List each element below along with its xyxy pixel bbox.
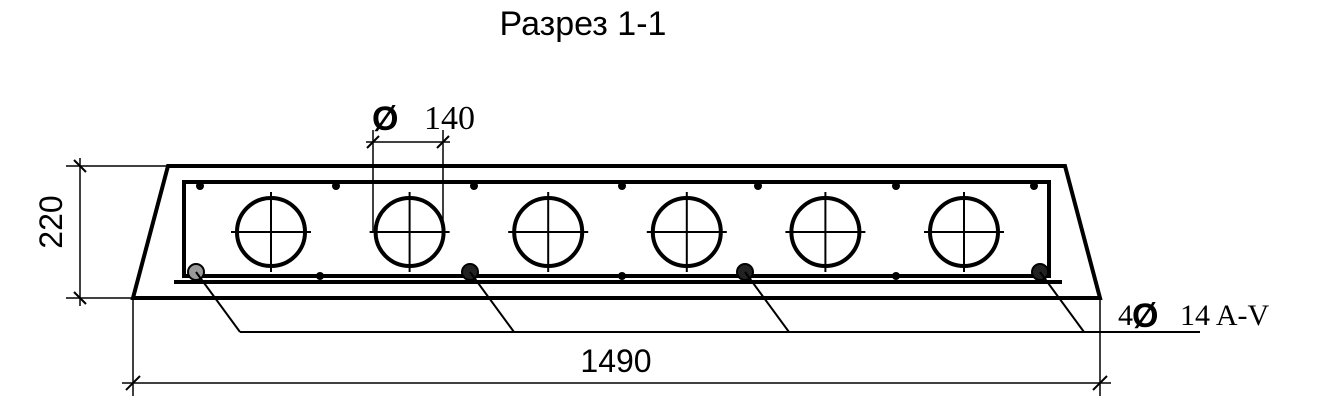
rebar-count: 4 — [1118, 299, 1133, 332]
leader-line — [1039, 271, 1085, 333]
rebar-leaders — [195, 271, 1200, 333]
leader-line — [744, 271, 790, 333]
rebar-dot — [332, 182, 340, 190]
width-dimension — [122, 298, 1111, 396]
top-rebars — [196, 182, 1038, 190]
tick-mark — [436, 135, 450, 149]
rebar-dot — [754, 182, 762, 190]
rebar-dot — [892, 272, 900, 280]
rebar-dot — [470, 182, 478, 190]
height-value: 220 — [33, 195, 69, 248]
rebar-spec: 14 A-V — [1180, 299, 1270, 332]
rebar-diameter-symbol: Ø — [1132, 297, 1158, 335]
rebar-dot — [196, 182, 204, 190]
rebar-dot — [1030, 182, 1038, 190]
rebar-dot — [892, 182, 900, 190]
reinforcement-cage — [182, 180, 1051, 278]
hole-diameter-value: 140 — [424, 100, 475, 137]
tick-mark — [73, 159, 87, 173]
rebar-dot — [618, 272, 626, 280]
rebar-dot — [316, 272, 324, 280]
hollow-cores — [231, 192, 1004, 272]
bottom-small-rebars — [316, 272, 900, 280]
height-dimension — [66, 158, 168, 306]
width-value: 1490 — [580, 343, 651, 379]
section-title: Разрез 1-1 — [500, 5, 667, 43]
slab-outline — [130, 164, 1103, 300]
tick-mark — [125, 375, 141, 391]
tick-mark — [73, 291, 87, 305]
rebar-dot — [618, 182, 626, 190]
leader-line — [195, 271, 241, 333]
leader-line — [469, 271, 515, 333]
tick-mark — [366, 135, 380, 149]
hole-diameter-symbol: Ø — [372, 100, 398, 138]
tick-mark — [1092, 375, 1108, 391]
hole-diameter-dimension — [366, 130, 450, 232]
